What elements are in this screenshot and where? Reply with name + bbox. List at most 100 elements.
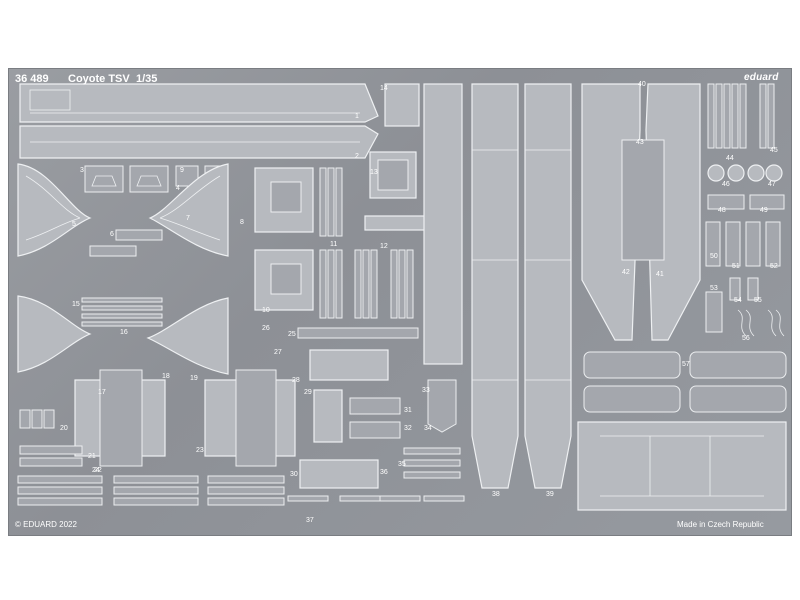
part-20-clips [19,409,55,429]
part-number-25: 25 [288,331,296,338]
part-5-left [17,163,92,257]
part-29-frame [313,389,343,443]
part-11-strips [319,167,414,319]
part-number-10: 10 [262,307,270,314]
part-44-bracket [621,139,665,261]
part-number-15: 15 [72,301,80,308]
copyright-label: © EDUARD 2022 [15,520,77,529]
part-49-50-clips [707,194,785,210]
origin-label: Made in Czech Republic [677,520,764,529]
part-26-frame [309,349,389,381]
part-number-39: 39 [546,491,554,498]
part-number-42: 42 [622,269,630,276]
part-16-rods [81,297,163,327]
part-number-57: 57 [682,361,690,368]
part-number-48: 48 [718,207,726,214]
part-6-brackets [89,229,163,257]
part-number-12: 12 [380,243,388,250]
part-number-13: 13 [370,169,378,176]
part-number-11: 11 [330,241,337,248]
part-13-mesh [369,151,417,199]
part-45-strips [707,83,747,149]
part-14-plate [384,83,420,127]
part-number-41: 41 [656,271,664,278]
catalog-number: 36 489 [15,73,49,85]
long-panel-left [423,83,463,365]
part-48-rings [747,164,783,182]
part-number-9: 9 [180,167,184,174]
part-number-21: 21 [88,453,96,460]
part-39-panel [524,83,572,489]
part-number-8: 8 [240,219,244,226]
part-17-right [204,369,296,467]
part-number-18: 18 [162,373,170,380]
large-floor-plate [577,421,787,511]
scale-label: 1/35 [136,73,158,85]
part-47-rings [707,164,745,182]
part-5-right [148,163,229,257]
part-number-20: 20 [60,425,68,432]
part-number-53: 53 [710,285,718,292]
brand-logo: eduard [744,72,779,83]
part-number-49: 49 [760,207,768,214]
part-number-23: 23 [196,447,204,454]
part-number-14: 14 [380,85,388,92]
kit-title: Coyote TSV [68,73,130,85]
part-number-44: 44 [726,155,734,162]
part-number-52: 52 [770,263,778,270]
part-number-50: 50 [710,253,718,260]
part-35-rods [403,447,461,479]
part-number-47: 47 [768,181,776,188]
part-number-35: 35 [398,461,406,468]
part-number-43: 43 [636,139,644,146]
part-33-34-brackets [427,379,457,433]
part-number-3: 3 [80,167,84,174]
part-number-56: 56 [742,335,750,342]
part-21-22-bars [19,445,83,467]
part-number-28: 28 [292,377,300,384]
part-number-34: 34 [424,425,432,432]
part-number-17: 17 [98,389,106,396]
part-1-strip [19,83,379,123]
part-number-1: 1 [355,113,359,120]
part-31-32-brackets [349,397,401,439]
part-38-panel [471,83,519,489]
part-number-37: 37 [306,517,314,524]
part-36-frame [299,459,379,489]
part-number-29: 29 [304,389,312,396]
part-number-45: 45 [770,147,778,154]
part-number-51: 51 [732,263,740,270]
part-15-left [17,295,92,373]
part-number-24: 24 [92,467,100,474]
part-number-7: 7 [186,215,190,222]
part-number-55: 55 [754,297,762,304]
part-3-hatches [84,165,169,193]
part-number-31: 31 [404,407,412,414]
part-number-46: 46 [722,181,730,188]
part-number-26: 26 [262,325,270,332]
part-2-strip [19,125,379,159]
part-number-32: 32 [404,425,412,432]
part-number-2: 2 [355,153,359,160]
part-12-bar [364,215,426,231]
part-number-30: 30 [290,471,298,478]
part-number-4: 4 [176,185,180,192]
part-25-row [297,327,419,339]
part-number-5: 5 [72,221,76,228]
part-37-rods [287,495,465,502]
part-number-54: 54 [734,297,742,304]
part-number-38: 38 [492,491,500,498]
part-number-40: 40 [638,81,646,88]
part-number-27: 27 [274,349,282,356]
part-7-lower [254,249,314,311]
part-number-22: 22 [94,467,102,474]
part-24-rods [17,475,285,506]
part-54-55-clips [705,277,759,333]
part-15-right [146,297,229,375]
part-number-33: 33 [422,387,430,394]
part-17-left [74,369,166,467]
part-46-strips [759,83,775,149]
part-number-36: 36 [380,469,388,476]
part-7-upper [254,167,314,233]
part-number-19: 19 [190,375,198,382]
